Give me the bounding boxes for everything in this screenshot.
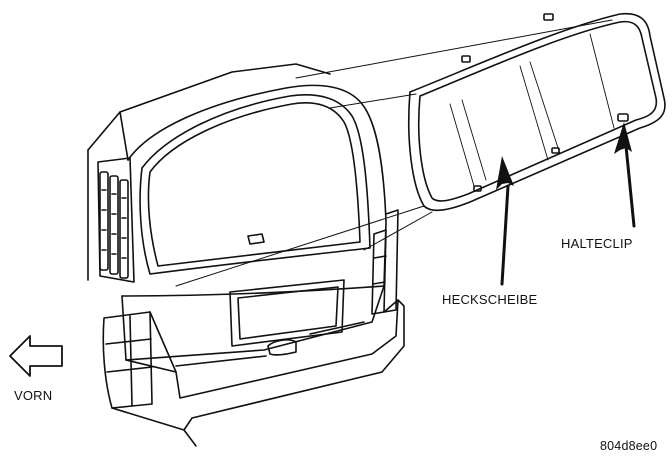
halteclip-leader bbox=[624, 144, 636, 228]
vorn-arrow-icon bbox=[9, 335, 63, 377]
label-heckscheibe: HECKSCHEIBE bbox=[442, 292, 538, 307]
heckscheibe-leader bbox=[500, 184, 510, 286]
label-halteclip: HALTECLIP bbox=[561, 236, 633, 251]
projection-lines bbox=[175, 19, 613, 287]
halteclip-arrowhead bbox=[614, 122, 632, 154]
figure-id: 804d8ee0 bbox=[600, 439, 658, 453]
vehicle-rear bbox=[87, 63, 405, 447]
label-vorn: VORN bbox=[14, 388, 53, 403]
heckscheibe-arrowhead bbox=[496, 156, 514, 190]
leader-arrows bbox=[500, 144, 636, 286]
side-louvers bbox=[99, 171, 129, 279]
rear-glass-panel bbox=[407, 12, 666, 212]
